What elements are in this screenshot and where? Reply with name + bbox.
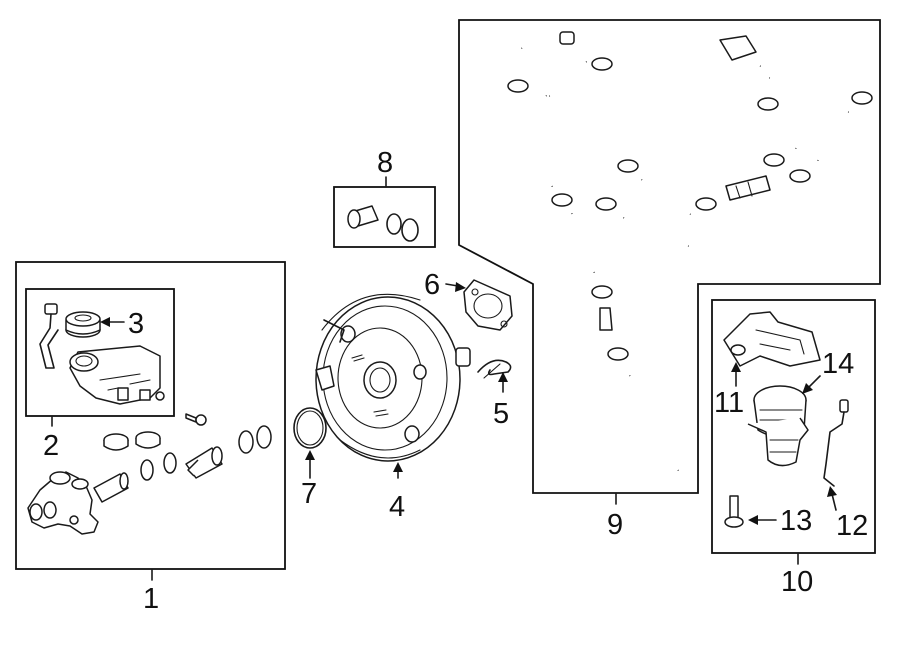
callout-8: 8 <box>377 147 393 179</box>
gasket-part <box>463 279 513 331</box>
box-check-valve-kit <box>333 186 436 248</box>
box-vacuum-hoses <box>458 19 881 494</box>
o-ring-part <box>293 407 327 449</box>
box-vacuum-pump-assembly <box>711 299 876 554</box>
clip-part <box>477 359 512 376</box>
callout-13: 13 <box>780 505 812 537</box>
callout-10: 10 <box>781 566 813 598</box>
callout-1: 1 <box>143 583 159 615</box>
vacuum-hose-set <box>507 31 873 473</box>
callout-7: 7 <box>301 478 317 510</box>
callout-9: 9 <box>607 509 623 541</box>
box-reservoir-kit <box>25 288 175 417</box>
callout-11: 11 <box>714 387 744 419</box>
callout-14: 14 <box>822 348 854 380</box>
reservoir-parts <box>39 303 165 405</box>
callout-5: 5 <box>493 398 509 430</box>
box-master-cylinder-assembly <box>15 261 286 570</box>
callout-6: 6 <box>424 269 440 301</box>
check-valve-kit <box>347 205 419 242</box>
callout-4: 4 <box>389 491 405 523</box>
callout-3: 3 <box>128 308 144 340</box>
callout-12: 12 <box>836 510 868 542</box>
leader-lines <box>51 176 837 581</box>
master-cylinder-parts <box>27 413 272 535</box>
callout-2: 2 <box>43 430 59 462</box>
vacuum-pump-parts <box>723 311 849 528</box>
brake-booster <box>315 293 471 462</box>
